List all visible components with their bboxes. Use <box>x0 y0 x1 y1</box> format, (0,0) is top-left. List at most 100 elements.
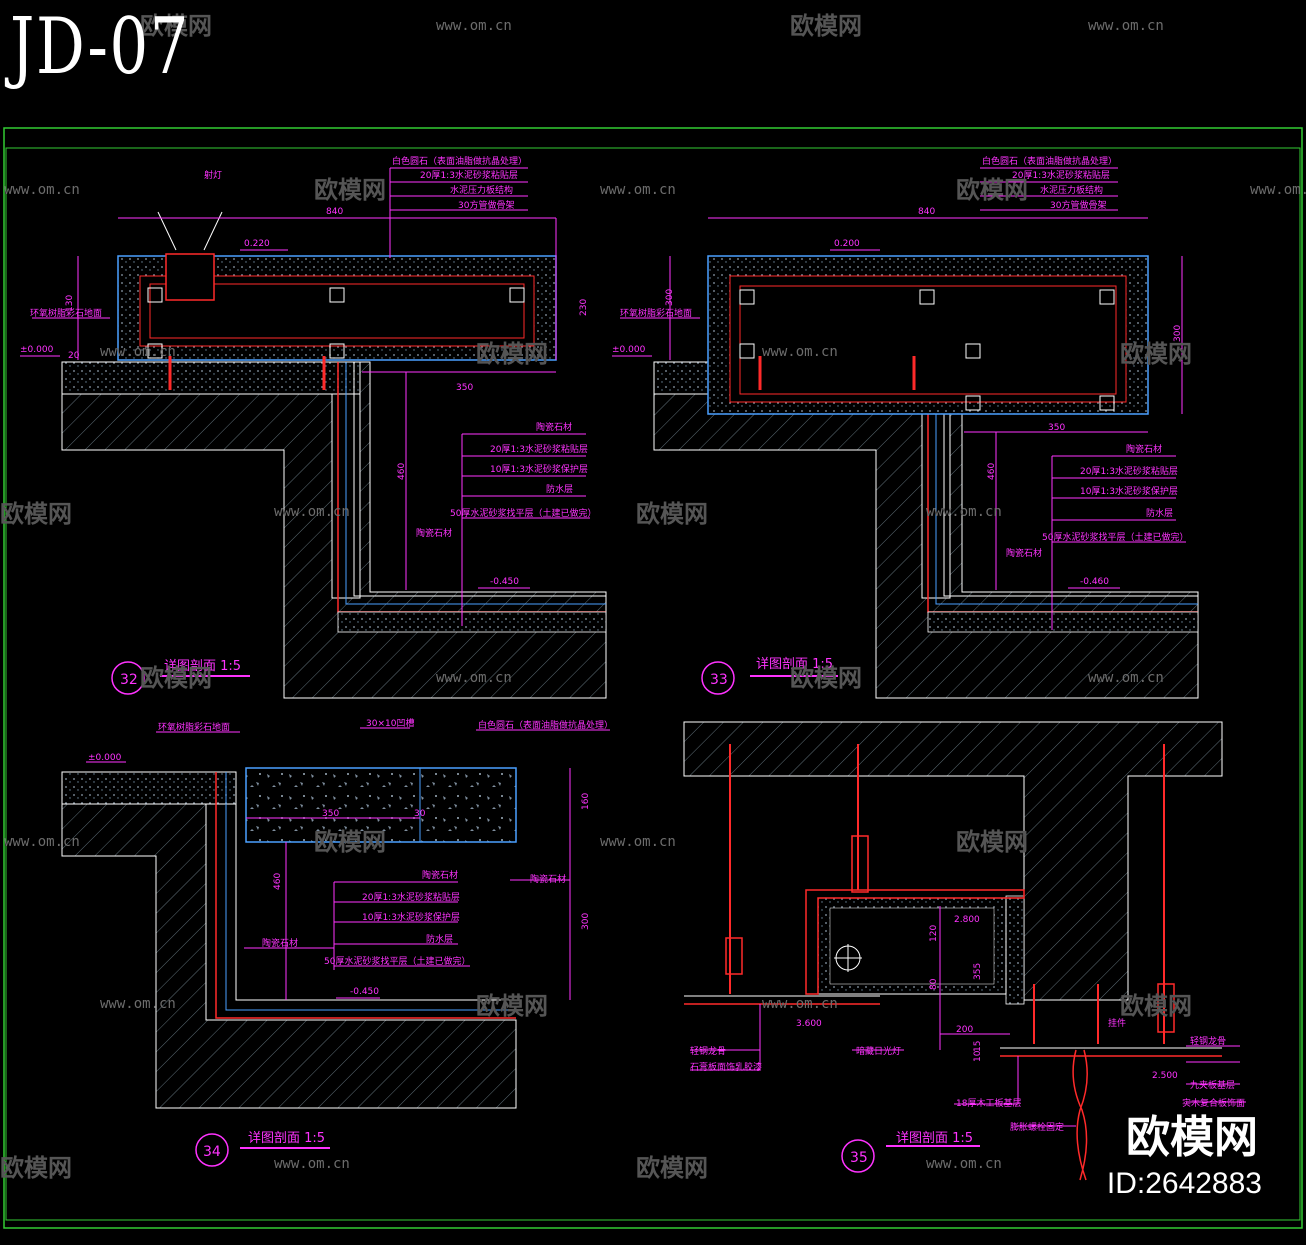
sheet-title: JD-07 <box>10 2 191 92</box>
d32-top-label-4: 30方管做骨架 <box>458 199 514 211</box>
watermark-brand: 欧模网 <box>476 992 548 1020</box>
d35-level-3: 2.500 <box>1152 1071 1178 1081</box>
d34-level-floor: ±0.000 <box>88 753 122 763</box>
d35-label-plywood9: 九夹板基层 <box>1190 1079 1235 1091</box>
d35-level-2: 3.600 <box>796 1019 822 1029</box>
d33-layer-4: 防水层 <box>1146 507 1173 519</box>
d33-layer-2: 20厚1:3水泥砂浆粘贴层 <box>1080 465 1178 477</box>
d32-level-bottom: -0.450 <box>490 577 519 587</box>
d35-caption: 详图剖面 1:5 <box>896 1131 973 1146</box>
watermark-url: www.om.cn <box>762 344 838 360</box>
d32-dim-wall: 460 <box>397 463 407 480</box>
detail-34 <box>61 727 610 1167</box>
watermark-brand: 欧模网 <box>956 828 1028 856</box>
watermark-brand: 欧模网 <box>140 664 212 692</box>
d34-number: 34 <box>203 1144 221 1160</box>
watermark-url: www.om.cn <box>926 1156 1002 1172</box>
d35-label-gypsum: 石膏板面饰乳胶漆 <box>690 1061 762 1073</box>
watermark-url: www.om.cn <box>436 670 512 686</box>
watermark-brand: 欧模网 <box>314 176 386 204</box>
watermark-url: www.om.cn <box>436 18 512 34</box>
watermark-brand: 欧模网 <box>476 340 548 368</box>
d34-dim-30: 30 <box>414 809 426 819</box>
watermark-brand: 欧模网 <box>140 12 212 40</box>
watermark-url: www.om.cn <box>1088 670 1164 686</box>
d35-dim-355: 355 <box>973 963 983 980</box>
watermark-brand: 欧模网 <box>0 1154 72 1182</box>
d33-dim-h2: 300 <box>1173 325 1183 342</box>
watermark-url: www.om.cn <box>1250 182 1306 198</box>
d32-dim-h1: 130 <box>65 295 75 312</box>
d32-layer-3: 10厚1:3水泥砂浆保护层 <box>490 463 588 475</box>
watermark-url: www.om.cn <box>600 182 676 198</box>
d34-dim-300: 300 <box>581 913 591 930</box>
d33-layer-5: 50厚水泥砂浆找平层（土建已做完） <box>1042 531 1188 543</box>
inner-frame <box>5 147 1301 1221</box>
d34-right-label: 陶瓷石材 <box>530 873 566 885</box>
d33-dim-width: 840 <box>918 207 935 217</box>
d35-label-keel-2: 轻钢龙骨 <box>1190 1035 1226 1047</box>
watermark-logo: 欧模网 <box>1126 1113 1258 1162</box>
d33-top-label-1: 白色圆石（表面油脂做抗晶处理） <box>982 155 1117 167</box>
watermark-brand: 欧模网 <box>790 12 862 40</box>
d33-pool-label: 陶瓷石材 <box>1006 547 1042 559</box>
d32-dim-depth: 350 <box>456 383 473 393</box>
watermark-brand: 欧模网 <box>1120 340 1192 368</box>
watermark-url: www.om.cn <box>4 182 80 198</box>
d32-dim-20: 20 <box>68 351 80 361</box>
d35-label-veneer: 实木复合板饰面 <box>1182 1097 1245 1109</box>
d34-dim-460: 460 <box>273 873 283 890</box>
d33-dim-h1: 300 <box>665 289 675 306</box>
d34-label-stone: 白色圆石（表面油脂做抗晶处理） <box>478 719 613 731</box>
d34-left-label: 陶瓷石材 <box>262 937 298 949</box>
watermark-url: www.om.cn <box>100 344 176 360</box>
d33-caption: 详图剖面 1:5 <box>756 657 833 672</box>
d33-level-floor: ±0.000 <box>612 345 646 355</box>
d34-layer-4: 防水层 <box>426 933 453 945</box>
watermark-url: www.om.cn <box>1088 18 1164 34</box>
d33-top-label-2: 20厚1:3水泥砂浆粘贴层 <box>1012 169 1110 181</box>
detail-32 <box>20 167 607 699</box>
d32-level-floor: ±0.000 <box>20 345 54 355</box>
d32-layer-5: 50厚水泥砂浆找平层（土建已做完） <box>450 507 596 519</box>
watermark-url: www.om.cn <box>600 834 676 850</box>
d32-callout-spotlight: 射灯 <box>204 169 222 181</box>
d35-label-hanger: 挂件 <box>1108 1017 1126 1029</box>
d32-dim-h2: 230 <box>579 299 589 316</box>
d35-dim-120: 120 <box>929 925 939 942</box>
watermark-brand: 欧模网 <box>1120 992 1192 1020</box>
detail-35 <box>683 721 1246 1181</box>
watermark-url: www.om.cn <box>762 996 838 1012</box>
watermark-url: www.om.cn <box>274 1156 350 1172</box>
d32-layer-4: 防水层 <box>546 483 573 495</box>
d33-level-bottom: -0.460 <box>1080 577 1109 587</box>
watermark-brand: 欧模网 <box>636 500 708 528</box>
d34-label-groove: 30×10凹槽 <box>366 717 414 729</box>
d34-caption: 详图剖面 1:5 <box>248 1131 325 1146</box>
d34-layer-2: 20厚1:3水泥砂浆粘贴层 <box>362 891 460 903</box>
d34-layer-5: 50厚水泥砂浆找平层（土建已做完） <box>324 955 470 967</box>
d32-level-top: 0.220 <box>244 239 270 249</box>
d33-layer-1: 陶瓷石材 <box>1126 443 1162 455</box>
watermark-brand: 欧模网 <box>636 1154 708 1182</box>
d34-dim-350: 350 <box>322 809 339 819</box>
d35-dim-80: 80 <box>929 978 939 990</box>
watermark-id: ID:2642883 <box>1106 1167 1262 1200</box>
d32-layer-1: 陶瓷石材 <box>536 421 572 433</box>
watermark-url: www.om.cn <box>274 504 350 520</box>
d33-dim-depth: 350 <box>1048 423 1065 433</box>
d33-level-top: 0.200 <box>834 239 860 249</box>
d32-number: 32 <box>120 672 138 688</box>
d34-level-bottom: -0.450 <box>350 987 379 997</box>
d35-label-light: 暗藏日光灯 <box>856 1045 901 1057</box>
d32-dim-width: 840 <box>326 207 343 217</box>
watermark-url: www.om.cn <box>926 504 1002 520</box>
d33-top-label-4: 30方管做骨架 <box>1050 199 1106 211</box>
outer-frame <box>3 127 1303 1229</box>
d33-dim-wall: 460 <box>987 463 997 480</box>
watermark-url: www.om.cn <box>100 996 176 1012</box>
d35-dim-15: 15 <box>973 1041 983 1052</box>
d33-number: 33 <box>710 672 728 688</box>
d33-left-label: 环氧树脂彩石地面 <box>620 307 692 319</box>
